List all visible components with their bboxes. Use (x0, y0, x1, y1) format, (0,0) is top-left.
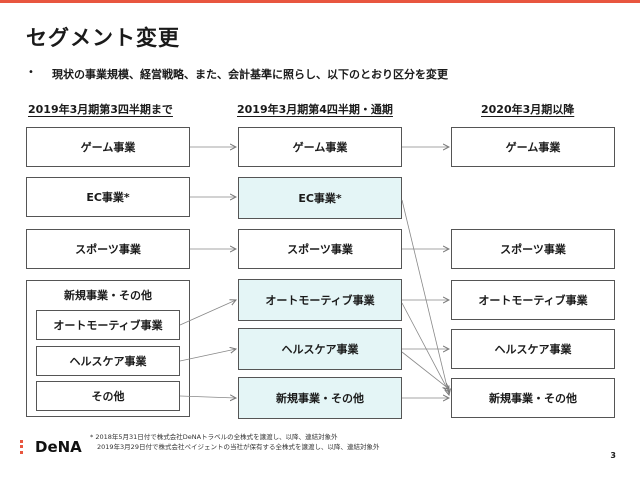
bullet-text: 現状の事業規模、経営戦略、また、会計基準に照らし、以下のとおり区分を変更 (52, 68, 448, 81)
col1-ec-box: EC事業* (26, 177, 190, 217)
col2-health-box: ヘルスケア事業 (238, 328, 402, 370)
col3-new-business-box: 新規事業・その他 (451, 378, 615, 418)
footnote-line-1: * 2018年5月31日付で株式会社DeNAトラベルの全株式を譲渡し、以降、連結… (90, 433, 338, 441)
col2-sports-label: スポーツ事業 (287, 243, 353, 256)
col3-game-box: ゲーム事業 (451, 127, 615, 167)
bullet-marker: • (28, 67, 34, 78)
col1-new-business-label: 新規事業・その他 (64, 289, 152, 302)
arrow-other-1-2 (179, 396, 236, 398)
arrow-health-1-2 (179, 349, 236, 362)
col1-auto-label: オートモーティブ事業 (53, 319, 163, 332)
column-heading-q3: 2019年3月期第3四半期まで (28, 103, 173, 116)
page-title: セグメント変更 (26, 26, 180, 50)
arrow-auto-to-new (401, 302, 449, 392)
col2-ec-label: EC事業* (298, 192, 342, 205)
col1-auto-box: オートモーティブ事業 (36, 310, 180, 340)
col3-sports-box: スポーツ事業 (451, 229, 615, 269)
arrow-auto-1-2 (179, 300, 236, 326)
col3-game-label: ゲーム事業 (505, 141, 561, 154)
col3-sports-label: スポーツ事業 (500, 243, 566, 256)
col2-auto-label: オートモーティブ事業 (265, 294, 375, 307)
logo-mark-icon (20, 440, 33, 454)
column-heading-fy2020: 2020年3月期以降 (481, 103, 575, 116)
col1-sports-box: スポーツ事業 (26, 229, 190, 269)
col1-game-label: ゲーム事業 (80, 141, 136, 154)
col3-health-label: ヘルスケア事業 (494, 343, 572, 356)
col1-ec-label: EC事業* (86, 191, 130, 204)
col1-sports-label: スポーツ事業 (75, 243, 141, 256)
col1-other-label: その他 (91, 390, 125, 403)
col3-auto-label: オートモーティブ事業 (478, 294, 588, 307)
col3-auto-box: オートモーティブ事業 (451, 280, 615, 320)
col2-game-box: ゲーム事業 (238, 127, 402, 167)
col3-new-business-label: 新規事業・その他 (489, 392, 577, 405)
col1-other-box: その他 (36, 381, 180, 411)
column-heading-q4: 2019年3月期第4四半期・通期 (237, 103, 393, 116)
logo-text: DeNA (35, 438, 82, 456)
page-number: 3 (610, 451, 616, 460)
col2-new-business-box: 新規事業・その他 (238, 377, 402, 419)
col3-health-box: ヘルスケア事業 (451, 329, 615, 369)
arrow-health-to-new (401, 351, 449, 389)
col2-new-business-label: 新規事業・その他 (276, 392, 364, 405)
col1-health-box: ヘルスケア事業 (36, 346, 180, 376)
arrow-ec-to-new (401, 199, 449, 395)
col1-health-label: ヘルスケア事業 (69, 355, 147, 368)
col2-sports-box: スポーツ事業 (238, 229, 402, 269)
col2-health-label: ヘルスケア事業 (281, 343, 359, 356)
top-accent-bar (0, 0, 640, 3)
col2-game-label: ゲーム事業 (292, 141, 348, 154)
footnote-line-2: 2019年3月29日付で株式会社ペイジェントの当社が保有する全株式を譲渡し、以降… (97, 443, 380, 451)
col2-auto-box: オートモーティブ事業 (238, 279, 402, 321)
col1-game-box: ゲーム事業 (26, 127, 190, 167)
col2-ec-box: EC事業* (238, 177, 402, 219)
dena-logo: DeNA (20, 438, 82, 456)
